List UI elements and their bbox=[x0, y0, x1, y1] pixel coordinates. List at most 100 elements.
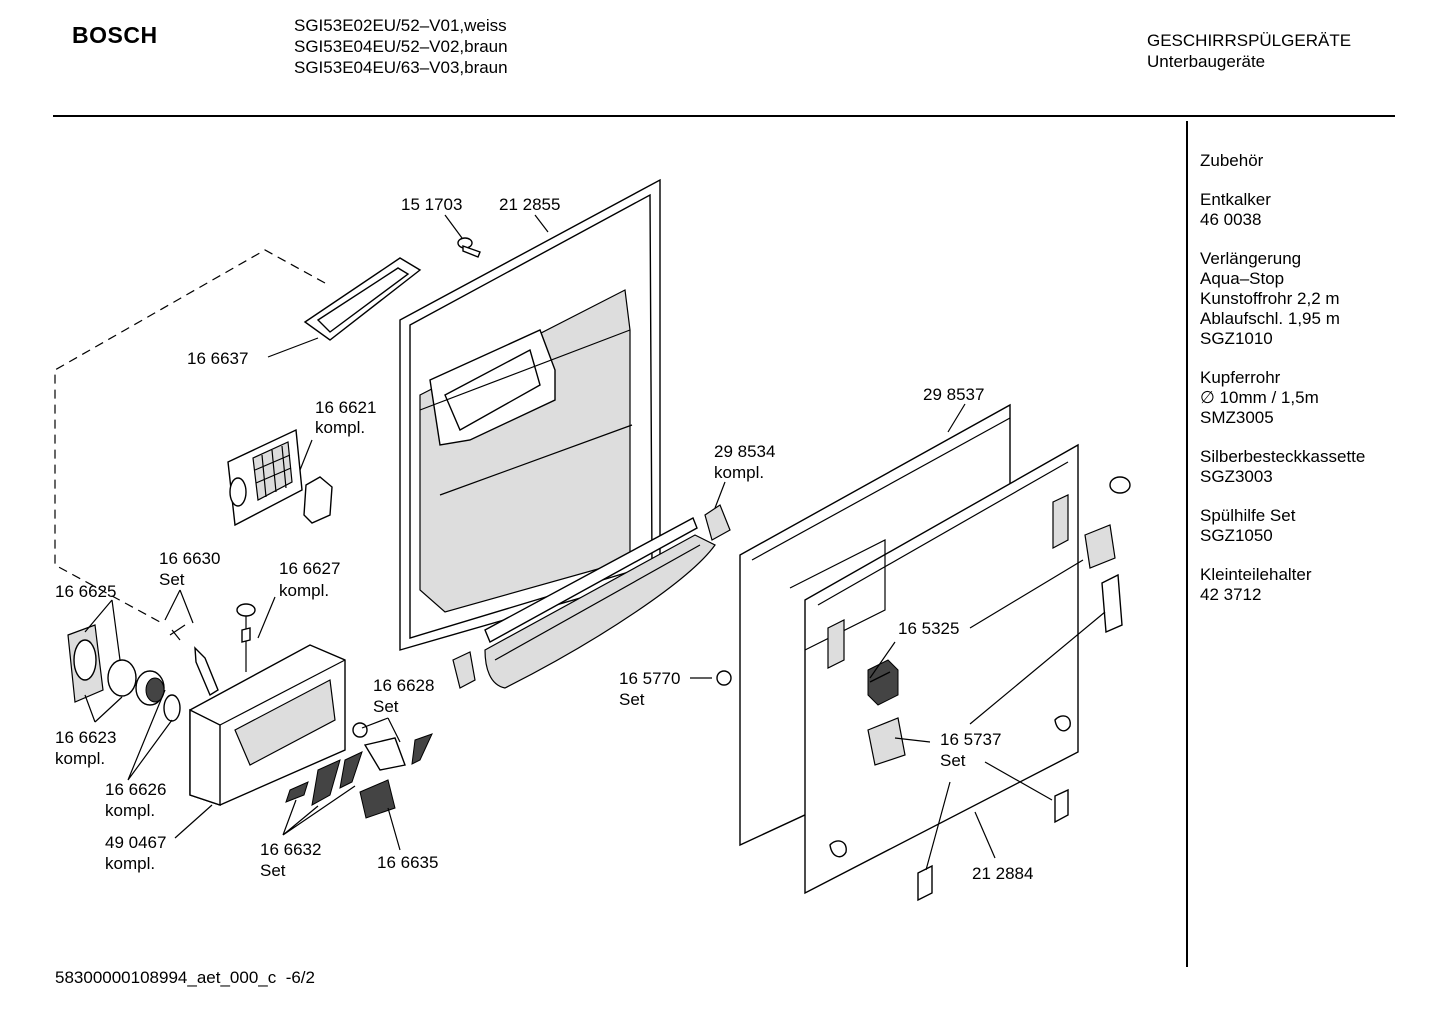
accessory-line: SMZ3005 bbox=[1200, 408, 1274, 427]
part-note: Set bbox=[260, 861, 286, 880]
part-label-151703: 15 1703 bbox=[401, 195, 462, 214]
accessory-line: ∅ 10mm / 1,5m bbox=[1200, 388, 1319, 407]
part-number: 16 6637 bbox=[187, 349, 248, 368]
part-label-166635: 16 6635 bbox=[377, 853, 438, 872]
part-number: 16 6625 bbox=[55, 582, 116, 601]
part-label-165770: 16 5770 Set bbox=[619, 669, 680, 709]
part-number: 16 5325 bbox=[898, 619, 959, 638]
part-label-166626: 16 6626 kompl. bbox=[105, 780, 166, 820]
rivet-part bbox=[716, 670, 732, 686]
part-label-166623: 16 6623 kompl. bbox=[55, 728, 116, 768]
control-housing-part bbox=[189, 644, 346, 806]
bracket-part bbox=[1101, 573, 1123, 634]
accessory-line: 46 0038 bbox=[1200, 210, 1262, 229]
part-number: 16 5770 bbox=[619, 669, 680, 688]
footer: 58300000108994_aet_000_c -6/2 bbox=[55, 968, 315, 988]
dial-knob-part bbox=[67, 624, 104, 703]
part-number: 29 8537 bbox=[923, 385, 984, 404]
part-number: 21 2884 bbox=[972, 864, 1033, 883]
accessory-group: Silberbesteckkassette SGZ3003 bbox=[1200, 447, 1400, 487]
accessory-group: Zubehör bbox=[1200, 151, 1400, 171]
part-number: 16 6621 bbox=[315, 398, 376, 417]
dispenser-cover-part bbox=[227, 428, 303, 527]
lever-part bbox=[194, 646, 219, 697]
door-trim-strip-part bbox=[484, 517, 716, 689]
part-number: 16 6627 bbox=[279, 559, 340, 578]
part-note: kompl. bbox=[105, 854, 155, 873]
part-label-166630: 16 6630 Set bbox=[159, 549, 220, 589]
part-note: kompl. bbox=[315, 418, 365, 437]
part-number: 29 8534 bbox=[714, 442, 775, 461]
part-number: 16 6623 bbox=[55, 728, 116, 747]
accessory-line: SGZ3003 bbox=[1200, 467, 1273, 486]
part-label-166627: 16 6627 kompl. bbox=[279, 559, 340, 600]
outer-door-panel bbox=[789, 443, 1079, 895]
model-list: SGI53E02EU/52–V01,weiss SGI53E04EU/52–V0… bbox=[294, 15, 508, 78]
page-indicator: -6/2 bbox=[285, 968, 315, 987]
part-number: 16 6628 bbox=[373, 676, 434, 695]
part-number: 16 6635 bbox=[377, 853, 438, 872]
accessory-line: Verlängerung bbox=[1200, 249, 1302, 268]
accessory-line: 42 3712 bbox=[1200, 585, 1262, 604]
accessories-panel: Zubehör Entkalker 46 0038 Verlängerung A… bbox=[1200, 151, 1400, 624]
accessory-line: SGZ1010 bbox=[1200, 329, 1273, 348]
part-label-166625: 16 6625 bbox=[55, 582, 116, 601]
leader-lines bbox=[84, 214, 1106, 871]
assembly-dashed-line bbox=[54, 249, 326, 623]
part-label-166632: 16 6632 Set bbox=[260, 840, 321, 880]
part-number: 16 6632 bbox=[260, 840, 321, 859]
small-cap-part bbox=[1109, 476, 1131, 494]
accessory-line: Spülhilfe Set bbox=[1200, 506, 1296, 525]
accessory-line: Kunstoffrohr 2,2 m bbox=[1200, 289, 1340, 308]
spring-set-part bbox=[285, 751, 363, 806]
hinge-bracket-part bbox=[452, 504, 731, 689]
part-number: 21 2855 bbox=[499, 195, 560, 214]
part-label-298534: 29 8534 kompl. bbox=[714, 442, 775, 482]
door-latch-part bbox=[867, 659, 899, 706]
mounting-foot-part bbox=[917, 788, 1069, 902]
part-note: kompl. bbox=[105, 801, 155, 820]
accessory-group: Verlängerung Aqua–Stop Kunstoffrohr 2,2 … bbox=[1200, 249, 1400, 349]
spring-part bbox=[169, 624, 186, 641]
part-label-166628: 16 6628 Set bbox=[373, 676, 434, 716]
part-note: Set bbox=[159, 570, 185, 589]
part-label-298537: 29 8537 bbox=[923, 385, 984, 404]
category-block: GESCHIRRSPÜLGERÄTE Unterbaugeräte bbox=[1147, 30, 1351, 72]
part-number: 49 0467 bbox=[105, 833, 166, 852]
accessory-line: Zubehör bbox=[1200, 151, 1264, 170]
part-label-166621: 16 6621 kompl. bbox=[315, 398, 376, 437]
part-number: 16 5737 bbox=[940, 730, 1001, 749]
accessory-line: Ablaufschl. 1,95 m bbox=[1200, 309, 1340, 328]
inner-door-panel bbox=[399, 178, 661, 651]
part-note: Set bbox=[940, 751, 966, 770]
part-note: Set bbox=[619, 690, 645, 709]
part-number: 16 6630 bbox=[159, 549, 220, 568]
part-label-212884: 21 2884 bbox=[972, 864, 1033, 883]
switch-set-part bbox=[352, 722, 433, 771]
accessory-line: Kupferrohr bbox=[1200, 368, 1281, 387]
accessory-line: Silberbesteckkassette bbox=[1200, 447, 1366, 466]
clip-part bbox=[1084, 524, 1116, 569]
part-label-166637: 16 6637 bbox=[187, 349, 248, 368]
accessory-line: Kleinteilehalter bbox=[1200, 565, 1312, 584]
connector-part bbox=[359, 779, 396, 819]
part-number: 15 1703 bbox=[401, 195, 462, 214]
part-note: Set bbox=[373, 697, 399, 716]
brand-logo: BOSCH bbox=[72, 22, 158, 48]
model-line: SGI53E04EU/63–V03,braun bbox=[294, 58, 508, 77]
screw-part bbox=[457, 237, 481, 258]
model-line: SGI53E04EU/52–V02,braun bbox=[294, 37, 508, 56]
part-label-212855: 21 2855 bbox=[499, 195, 560, 214]
part-label-490467: 49 0467 kompl. bbox=[105, 833, 166, 873]
spring-cup-part bbox=[135, 670, 165, 706]
part-label-165737: 16 5737 Set bbox=[940, 730, 1001, 770]
part-label-165325: 16 5325 bbox=[898, 619, 959, 638]
accessory-group: Spülhilfe Set SGZ1050 bbox=[1200, 506, 1400, 546]
category-subtitle: Unterbaugeräte bbox=[1147, 52, 1266, 71]
seal-pad-part bbox=[303, 476, 333, 524]
switch-post-part bbox=[236, 603, 256, 672]
part-number: 16 6626 bbox=[105, 780, 166, 799]
header-divider bbox=[53, 115, 1395, 117]
part-note: kompl. bbox=[55, 749, 105, 768]
model-line: SGI53E02EU/52–V01,weiss bbox=[294, 16, 507, 35]
